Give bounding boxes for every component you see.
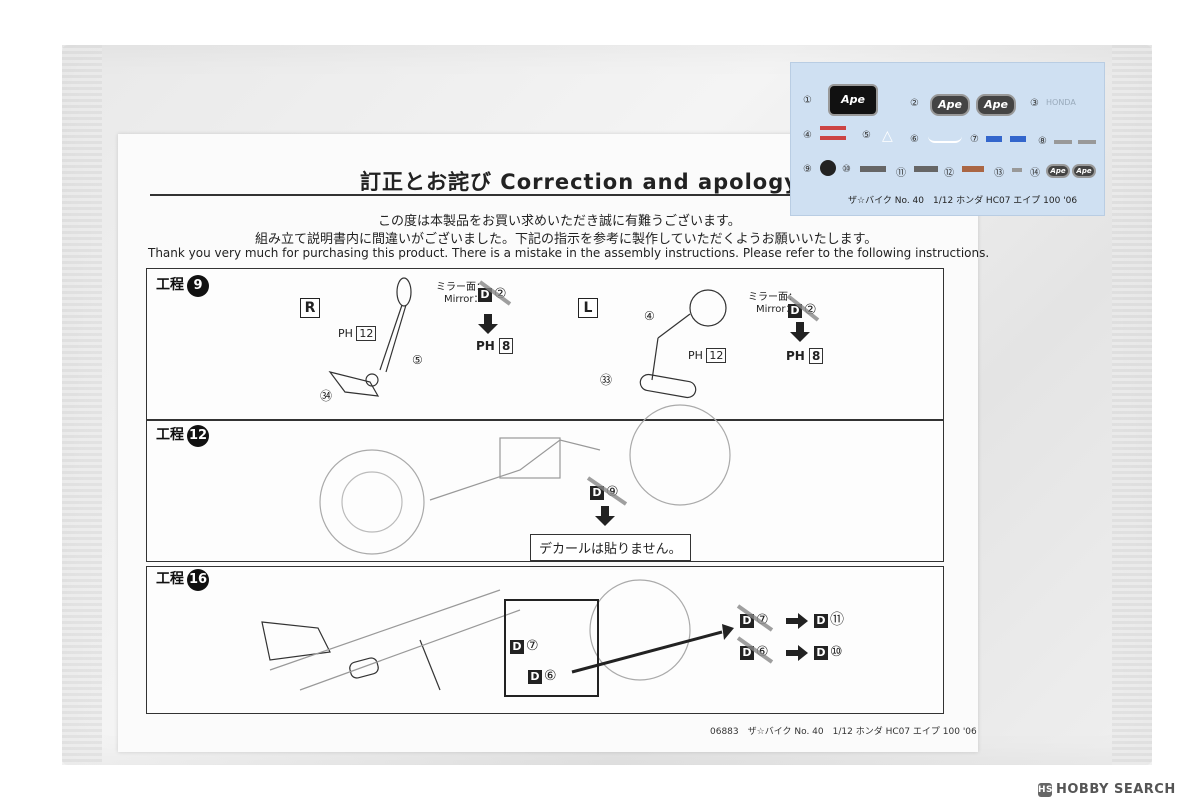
decal-num-8: ⑧: [1038, 136, 1047, 147]
decal-blue-b: [1010, 136, 1026, 142]
step-12-number: 12: [187, 425, 209, 447]
strike-replace-2: [736, 636, 774, 664]
decal-num-2: ②: [910, 98, 919, 109]
mirror-label-right: ミラー面： Mirror：: [436, 282, 486, 305]
decal-num-12: ⑫: [944, 168, 954, 179]
arrow-right-1: [786, 613, 808, 629]
decal-red-stripe-a: [820, 126, 846, 130]
step-9-panel: [146, 268, 944, 420]
title-divider: [150, 194, 790, 196]
mirror-left-illustration: [689, 289, 727, 327]
chain-wheel-illustration: [589, 579, 691, 681]
decal-ape-logo-a: Ape: [930, 94, 970, 116]
decal-num-6: ⑥: [910, 134, 919, 145]
new-part-right: PH 8: [476, 338, 514, 354]
mirror-label-left: ミラー面： Mirror：: [748, 292, 798, 315]
new-part-left: PH 8: [786, 348, 824, 364]
strike-old-decal-right: [478, 280, 512, 306]
strike-old-decal-left: [786, 294, 820, 322]
left-side-marker: L: [578, 298, 598, 318]
decal-honda-text: HONDA: [1046, 98, 1076, 107]
decal-num-14: ⑭: [1030, 168, 1040, 179]
sheet-title: 訂正とお詫び Correction and apology: [360, 170, 799, 194]
decal-num-4: ④: [803, 130, 812, 141]
decal-num-7: ⑦: [970, 134, 979, 145]
detail-box: [504, 599, 599, 697]
arrow-right-2: [786, 645, 808, 661]
decal-white-curve: [928, 136, 962, 143]
arrow-down-step12: [595, 506, 615, 526]
decal-num-10: ⑩: [842, 164, 851, 175]
side-cover-illustration: [261, 621, 331, 661]
decal-ape-logo-b: Ape: [976, 94, 1016, 116]
decal-caption: ザ☆バイク No. 40 1/12 ホンダ HC07 エイプ 100 '06: [848, 196, 1078, 206]
part-33-label: ㉝: [600, 373, 613, 387]
intro-jp-line-2: 組み立て説明書内に間違いがございました。下記の指示を参考に製作していただくようお…: [255, 232, 878, 247]
no-decal-note: デカールは貼りません。: [530, 534, 691, 561]
decal-num-5: ⑤: [862, 130, 871, 141]
mirror-right-illustration: [396, 277, 412, 307]
intro-jp-line-1: この度は本製品をお買い求めいただき誠に有難うございます。: [378, 214, 741, 229]
part-4-label: ④: [644, 309, 655, 323]
decal-red-stripe-b: [820, 136, 846, 140]
decal-grey-b: [1078, 140, 1096, 144]
decal-num-1: ①: [803, 95, 812, 106]
pointer-head: [722, 624, 734, 640]
decal-bar-11: [914, 166, 938, 172]
decal-bar-13: [1012, 168, 1022, 172]
decal-bar-12: [962, 166, 984, 172]
bag-seal-left: [62, 45, 102, 765]
sheet-footer: 06883 ザ☆バイク No. 40 1/12 ホンダ HC07 エイプ 100…: [710, 727, 977, 737]
strike-replace-1: [736, 604, 774, 632]
decal-blue-a: [986, 136, 1002, 142]
part-5-label: ⑤: [412, 353, 423, 367]
arrow-down-left: [790, 322, 810, 342]
decal-bar-10: [860, 166, 886, 172]
front-wheel-illustration: [629, 404, 731, 506]
arrow-down-right: [478, 314, 498, 334]
bag-seal-right: [1112, 45, 1152, 765]
decal-ape-small-a: Ape: [1046, 164, 1070, 178]
right-side-marker: R: [300, 298, 320, 318]
decal-num-3: ③: [1030, 98, 1039, 109]
decal-triangle-icon: △: [882, 128, 893, 144]
part-34-label: ㉞: [320, 389, 333, 403]
intro-en: Thank you very much for purchasing this …: [148, 246, 990, 260]
part-ph12-right: PH 12: [338, 326, 377, 341]
decal-num-13: ⑬: [994, 168, 1004, 179]
step-9-number: 9: [187, 275, 209, 297]
decal-grey-a: [1054, 140, 1072, 144]
decal-black-dot: [820, 160, 836, 176]
strike-old-decal-step12: [586, 476, 628, 506]
decal-num-9: ⑨: [803, 164, 812, 175]
decal-num-11: ⑪: [896, 168, 906, 179]
hobby-search-icon: HS: [1038, 782, 1054, 797]
part-ph12-left: PH 12: [688, 348, 727, 363]
step-16-number: 16: [187, 569, 209, 591]
decal-ape-small-b: Ape: [1072, 164, 1096, 178]
rear-wheel-illustration: [319, 449, 425, 555]
decal-ape-logo-large: Ape: [828, 84, 878, 116]
step-16-panel: [146, 566, 944, 714]
